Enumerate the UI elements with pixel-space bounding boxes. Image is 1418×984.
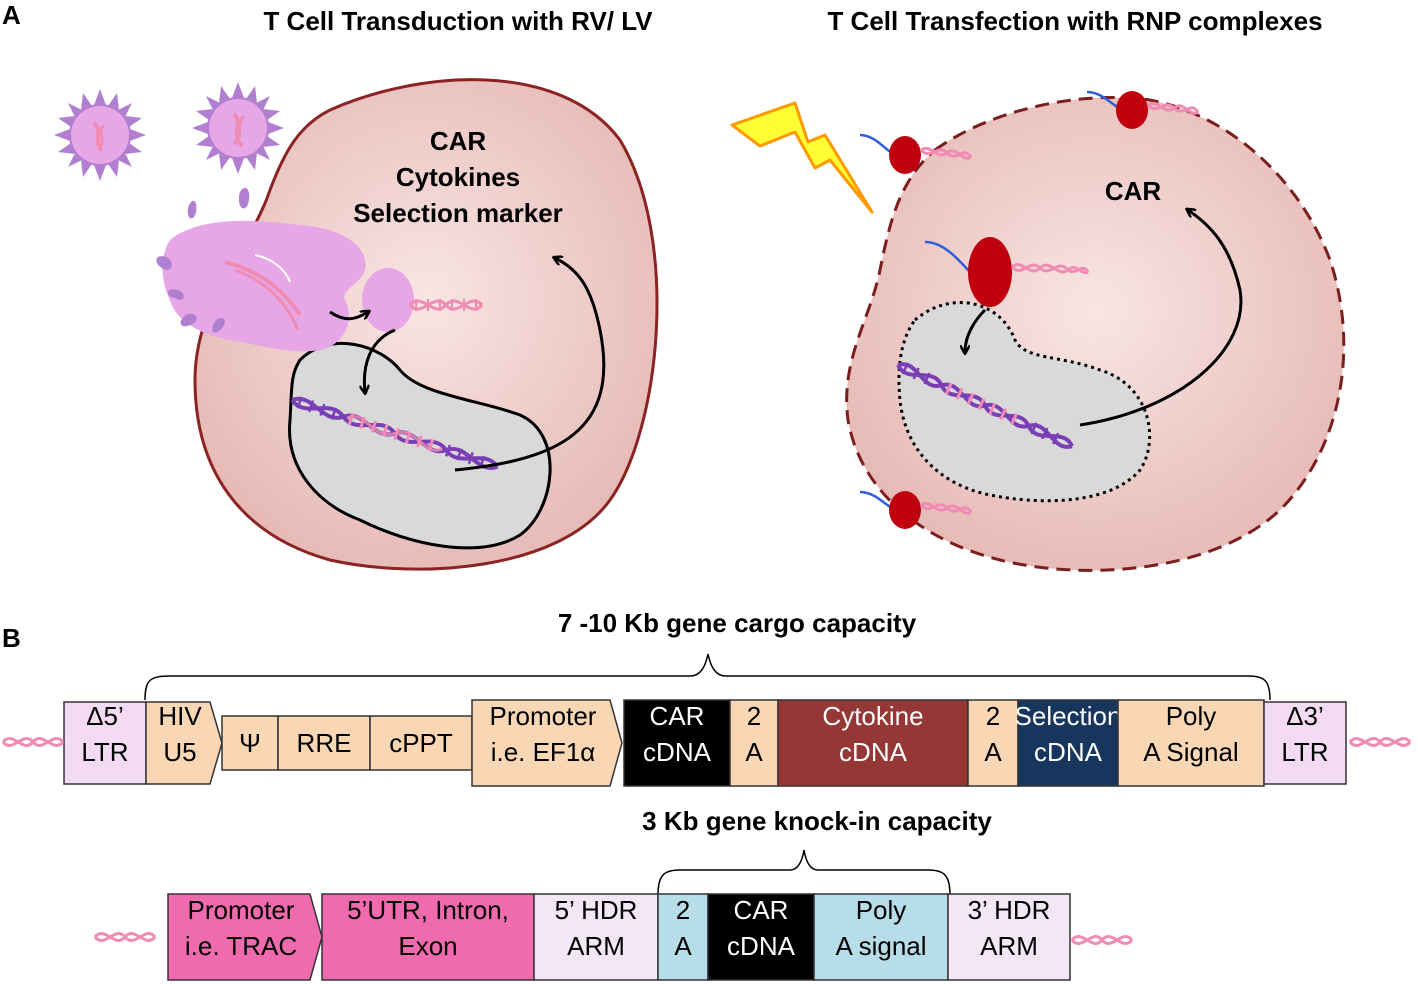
retro-segment xyxy=(63,701,147,785)
knockin-segment xyxy=(321,893,535,981)
knockin-segment-label: Exon xyxy=(398,931,457,961)
knockin-segment xyxy=(657,893,709,981)
left-nucleus xyxy=(288,341,552,550)
knockin-segment xyxy=(167,893,323,981)
knockin-segment-label: A signal xyxy=(835,931,926,961)
retro-segment xyxy=(471,699,623,787)
rnp-complex-icon xyxy=(924,237,1090,307)
retro-segment xyxy=(1017,699,1119,787)
arrow-rnp-to-nucleus xyxy=(965,308,987,352)
rna-helix-icon xyxy=(1348,737,1412,747)
lightning-icon xyxy=(730,101,874,214)
knockin-segment-label: 3’ HDR xyxy=(968,895,1051,925)
arrow-to-blob xyxy=(329,312,368,321)
retro-segment-label: LTR xyxy=(1281,737,1328,767)
knockin-segment-label: Promoter xyxy=(188,895,295,925)
left-t-cell xyxy=(193,78,659,571)
retro-capacity-brace xyxy=(144,653,1271,701)
arrow-to-nucleus xyxy=(364,328,396,392)
rna-helix-icon xyxy=(93,932,157,942)
virus-icon xyxy=(54,89,146,181)
right-panel-title: T Cell Transfection with RNP complexes xyxy=(827,6,1322,36)
retro-segment-label: LTR xyxy=(81,737,128,767)
knockin-construct: Promoter i.e. TRAC 5’UTR, Intron, Exon 5’ HD… xyxy=(167,893,1071,981)
knockin-segment-label: cDNA xyxy=(727,931,796,961)
knockin-segment-label: ARM xyxy=(980,931,1038,961)
product-car: CAR xyxy=(430,126,487,156)
retro-segment-label: A Signal xyxy=(1143,737,1238,767)
rna-helix-icon xyxy=(1,737,65,747)
panel-a-letter: A xyxy=(2,0,21,30)
knockin-segment-label: 2 xyxy=(676,895,690,925)
retro-segment-label: Δ5’ xyxy=(86,701,124,731)
knockin-segment-label: 5’ HDR xyxy=(555,895,638,925)
retro-segment xyxy=(1117,699,1265,787)
retro-segment-label: 2 xyxy=(747,701,761,731)
retro-segment-label: CAR xyxy=(650,701,705,731)
retro-segment-label: Poly xyxy=(1166,701,1217,731)
rna-helix-icon xyxy=(1070,935,1134,945)
retro-segment xyxy=(369,715,473,771)
retro-segment xyxy=(623,699,731,787)
knockin-segment xyxy=(707,893,815,981)
product-selection-marker: Selection marker xyxy=(353,198,563,228)
dna-helix-icon xyxy=(290,396,500,470)
retro-segment-label: 2 xyxy=(986,701,1000,731)
retro-segment-label: cDNA xyxy=(643,737,712,767)
retro-capacity-label: 7 -10 Kb gene cargo capacity xyxy=(558,608,917,638)
retro-segment xyxy=(277,715,371,771)
rnp-complex-icon xyxy=(859,133,973,174)
retro-segment xyxy=(1263,701,1347,785)
retro-segment-label: A xyxy=(745,737,763,767)
knockin-segment-label: i.e. TRAC xyxy=(185,931,297,961)
retro-segment-label: Ψ xyxy=(239,728,261,758)
knockin-capacity-label: 3 Kb gene knock-in capacity xyxy=(642,806,992,836)
virus-icon xyxy=(192,82,284,174)
product-cytokines: Cytokines xyxy=(396,162,520,192)
knockin-segment xyxy=(947,893,1071,981)
retro-segment-label: cDNA xyxy=(1034,737,1103,767)
retro-segment xyxy=(777,699,969,787)
retro-segment-label: cPPT xyxy=(389,728,453,758)
dna-helix-icon xyxy=(896,362,1074,449)
knockin-segment-label: ARM xyxy=(567,931,625,961)
retro-segment-label: Selection xyxy=(1015,701,1122,731)
knockin-capacity-brace xyxy=(657,849,951,896)
retro-segment xyxy=(145,701,223,785)
retro-segment-label: Δ3’ xyxy=(1286,701,1324,731)
retro-segment-label: HIV xyxy=(158,701,202,731)
knockin-segment xyxy=(813,893,949,981)
retro-segment-label: Cytokine xyxy=(822,701,923,731)
rnp-complex-icon xyxy=(859,490,973,529)
retro-segment-label: RRE xyxy=(297,728,352,758)
virus-fusion xyxy=(156,187,414,352)
retroviral-construct: Δ5’ LTR HIV U5 Ψ RRE cPPT Promoter i.e. EF1α CAR c… xyxy=(63,699,1347,787)
retro-segment-label: U5 xyxy=(163,737,196,767)
panel-b-letter: B xyxy=(2,623,21,653)
right-product-car: CAR xyxy=(1105,176,1162,206)
retro-segment-label: A xyxy=(984,737,1002,767)
reverse-transcriptase-blob xyxy=(362,268,414,332)
retro-segment-label: i.e. EF1α xyxy=(491,737,596,767)
rnp-complex-icon xyxy=(1086,90,1200,129)
knockin-segment-label: A xyxy=(674,931,692,961)
knockin-segment-label: CAR xyxy=(734,895,789,925)
arrow-expression-right xyxy=(1079,210,1243,427)
knockin-segment-label: 5’UTR, Intron, xyxy=(347,895,509,925)
left-panel-title: T Cell Transduction with RV/ LV xyxy=(263,6,653,36)
right-t-cell xyxy=(845,95,1346,572)
knockin-segment-label: Poly xyxy=(856,895,907,925)
rna-helix-icon xyxy=(408,299,484,311)
arrow-expression-left xyxy=(454,258,606,472)
retro-segment-label: cDNA xyxy=(839,737,908,767)
retro-segment-label: Promoter xyxy=(490,701,597,731)
